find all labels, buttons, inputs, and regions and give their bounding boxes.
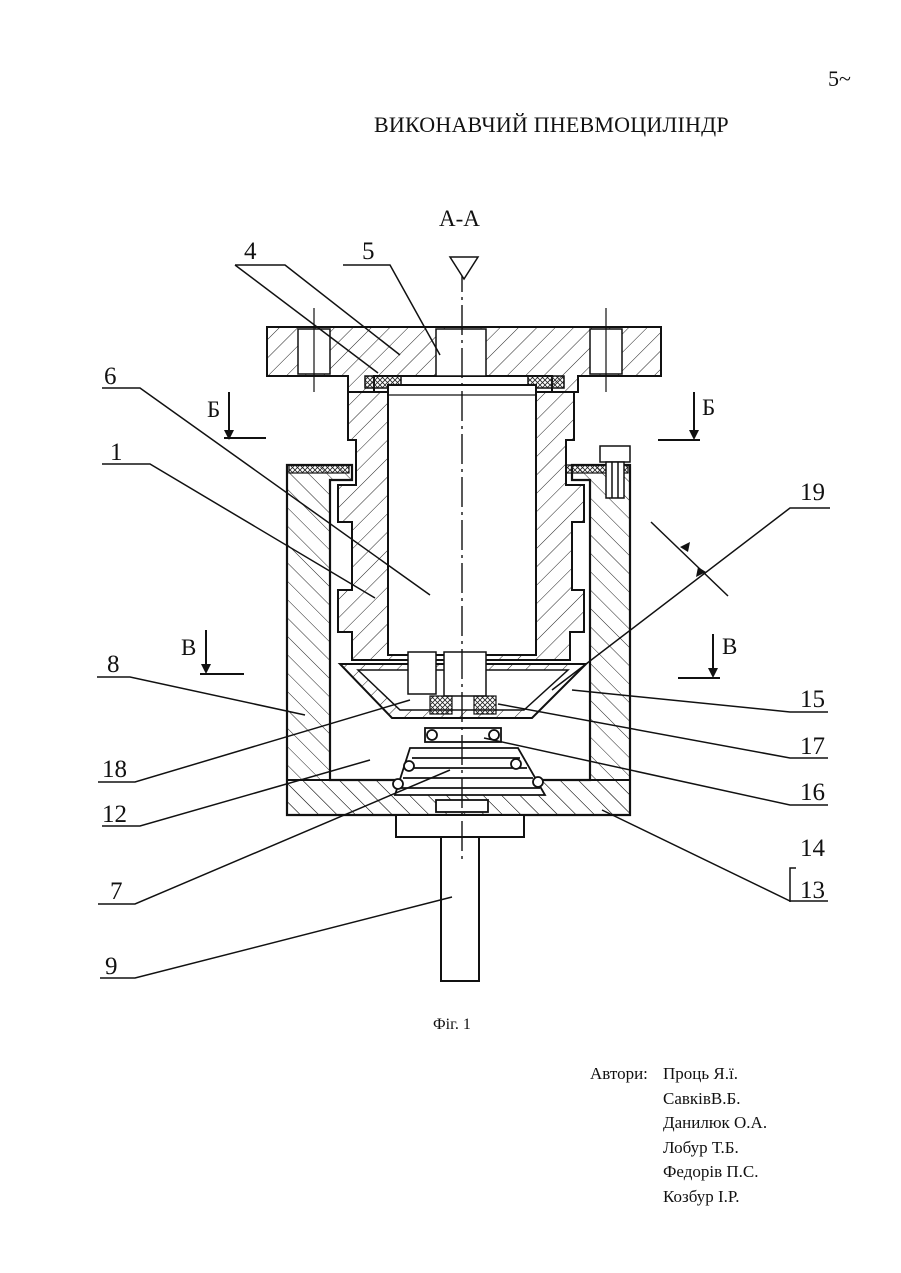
part-label-1: 1 (110, 439, 123, 466)
part-label-12: 12 (102, 801, 127, 828)
part-label-8: 8 (107, 651, 120, 678)
author-name: Козбур І.Р. (663, 1185, 739, 1210)
author-name: Лобур Т.Б. (663, 1136, 739, 1161)
section-mark-b-left: Б (207, 397, 220, 422)
part-label-19: 19 (800, 479, 825, 506)
part-label-7: 7 (110, 878, 123, 905)
authors-label: Автори: (590, 1062, 663, 1087)
part-label-14: 14 (800, 835, 826, 862)
section-mark-v-right: В (722, 634, 737, 659)
author-name: Данилюк О.А. (663, 1111, 767, 1136)
part-label-16: 16 (800, 779, 825, 806)
part-label-15: 15 (800, 686, 825, 713)
section-mark-b-right: Б (702, 395, 715, 420)
section-arrow-top (450, 257, 478, 279)
part-label-18: 18 (102, 756, 127, 783)
part-label-4: 4 (244, 238, 257, 265)
author-name: Проць Я.ї. (663, 1062, 738, 1087)
figure-caption: Фіг. 1 (433, 1016, 471, 1034)
author-name: СавківВ.Б. (663, 1087, 741, 1112)
section-title: А-А (439, 206, 480, 231)
author-name: Федорів П.С. (663, 1160, 759, 1185)
section-mark-v-left: В (181, 635, 196, 660)
part-label-6: 6 (104, 363, 117, 390)
piston-rod (441, 837, 479, 981)
part-label-9: 9 (105, 953, 118, 980)
part-label-5: 5 (362, 238, 375, 265)
part-label-17: 17 (800, 733, 825, 760)
part-label-13: 13 (800, 877, 825, 904)
bottom-boss (396, 815, 524, 837)
authors-block: Автори:Проць Я.ї. СавківВ.Б. Данилюк О.А… (590, 1062, 767, 1209)
